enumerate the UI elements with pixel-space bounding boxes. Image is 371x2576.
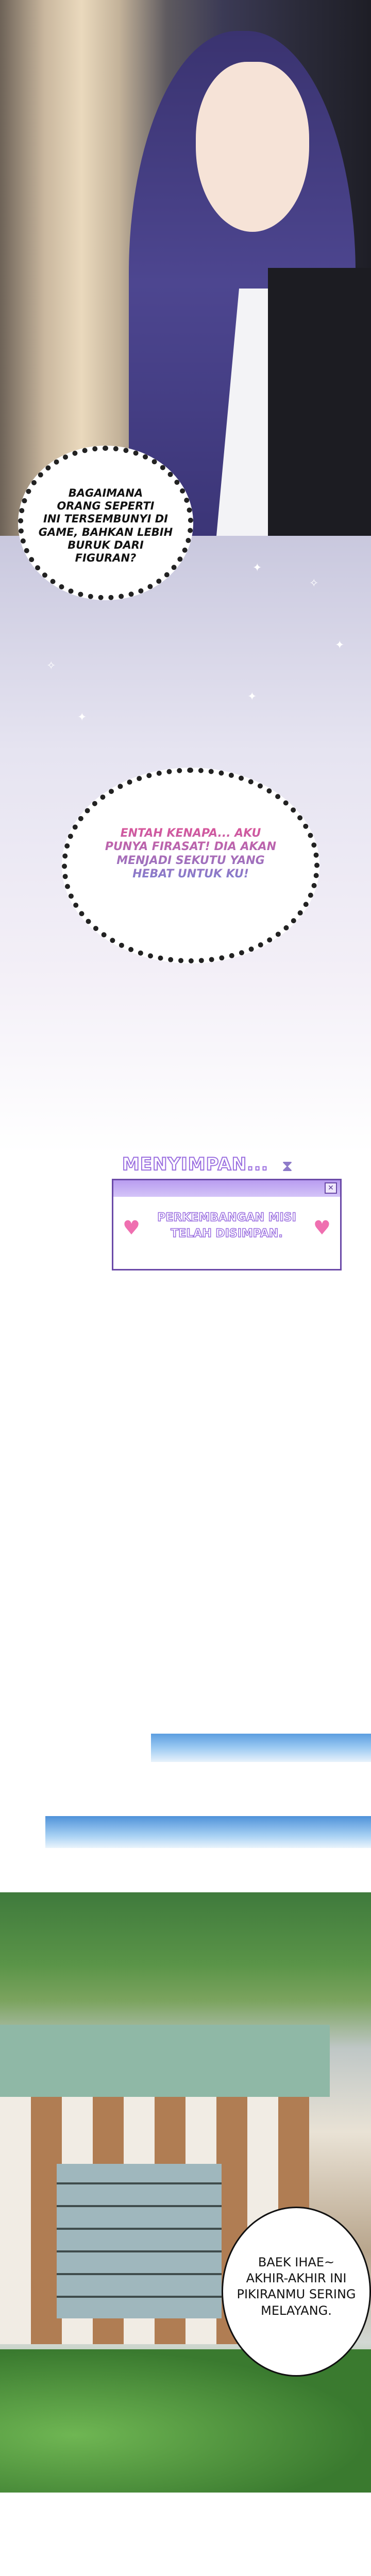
sparkle-icon: ✦ (247, 690, 257, 703)
dialog-message: PERKEMBANGAN MISI TELAH DISIMPAN. (157, 1211, 296, 1240)
speech-bubble-text: BAGAIMANA ORANG SEPERTI INI TERSEMBUNYI … (38, 487, 173, 564)
sky-strip (151, 1734, 371, 1762)
sparkle-icon: ✧ (46, 659, 56, 672)
pixel-heart-icon: ♥ (313, 1216, 331, 1239)
dialog-title: MENYIMPAN... (122, 1154, 268, 1175)
character-jacket (268, 268, 371, 536)
hourglass-icon: ⧗ (282, 1157, 293, 1175)
character-face (196, 62, 309, 232)
speech-bubble-1: BAGAIMANA ORANG SEPERTI INI TERSEMBUNYI … (18, 446, 193, 600)
sparkle-icon: ✦ (335, 639, 345, 652)
dialog-title-bar: ✕ (113, 1180, 340, 1197)
sky-strip (45, 1816, 371, 1848)
panel-woman-smiling (0, 0, 371, 536)
school-windows (57, 2164, 222, 2318)
speech-bubble-3: BAEK IHAE~ AKHIR-AKHIR INI PIKIRANMU SER… (222, 2207, 371, 2377)
close-icon[interactable]: ✕ (325, 1182, 337, 1194)
thought-bubble-text: ENTAH KENAPA... AKU PUNYA FIRASAT! DIA A… (67, 827, 314, 882)
school-roof (0, 2025, 330, 2097)
sparkle-icon: ✦ (252, 562, 262, 574)
pixel-heart-icon: ♥ (123, 1216, 141, 1239)
save-dialog: ✕ ♥ PERKEMBANGAN MISI TELAH DISIMPAN. ♥ … (112, 1154, 342, 1272)
thought-bubble: ENTAH KENAPA... AKU PUNYA FIRASAT! DIA A… (62, 768, 319, 963)
speech-bubble-text: BAEK IHAE~ AKHIR-AKHIR INI PIKIRANMU SER… (237, 2255, 356, 2318)
dialog-window: ✕ ♥ PERKEMBANGAN MISI TELAH DISIMPAN. ♥ (112, 1179, 342, 1270)
sparkle-icon: ✧ (309, 577, 319, 590)
sparkle-icon: ✦ (77, 711, 87, 724)
